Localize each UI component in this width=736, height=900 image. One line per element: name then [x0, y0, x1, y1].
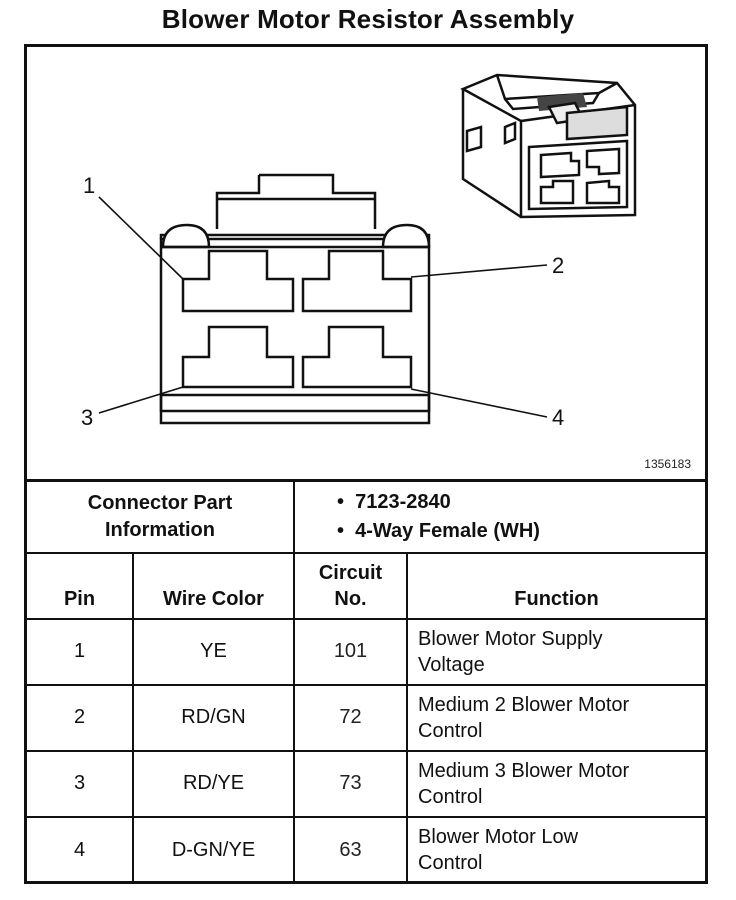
description-item: • 4-Way Female (WH)	[337, 519, 540, 542]
function-text: Blower Motor Low Control	[418, 826, 579, 874]
pin-cell: 3	[27, 749, 134, 818]
connector-info-row: Connector Part Information • 7123-2840 •…	[27, 479, 705, 554]
connector-3d-view	[460, 73, 637, 219]
diagram-frame: 1 2 3 4 1356183 Connector Part Informati…	[24, 44, 708, 884]
header-circuit-text: Circuit No.	[318, 561, 383, 610]
function-cell: Medium 3 Blower Motor Control	[406, 749, 705, 818]
table-header-row: Pin Wire Color Circuit No. Function	[27, 551, 705, 620]
connector-info-label: Connector Part Information	[27, 479, 295, 554]
function-cell: Blower Motor Supply Voltage	[406, 617, 705, 686]
pin-callout-3: 3	[81, 405, 94, 430]
function-text: Medium 3 Blower Motor Control	[418, 759, 630, 808]
function-cell: Medium 2 Blower Motor Control	[406, 683, 705, 752]
figure-id: 1356183	[644, 457, 691, 471]
table-row: 3 RD/YE 73 Medium 3 Blower Motor Control	[27, 749, 705, 818]
connector-description: 4-Way Female (WH)	[355, 519, 540, 542]
circuit-cell: 101	[293, 617, 408, 686]
pin-callout-2: 2	[552, 253, 565, 278]
pin-cell: 4	[27, 815, 134, 883]
connector-table: Connector Part Information • 7123-2840 •…	[27, 479, 705, 883]
pin-callout-1: 1	[83, 173, 96, 198]
header-pin: Pin	[27, 551, 134, 620]
connector-front-view	[159, 173, 431, 425]
part-number: 7123-2840	[355, 490, 451, 513]
table-row: 4 D-GN/YE 63 Blower Motor Low Control	[27, 815, 705, 883]
function-text: Blower Motor Supply Voltage	[418, 627, 603, 676]
wire-color-cell: RD/GN	[132, 683, 295, 752]
header-function: Function	[406, 551, 705, 620]
function-text: Medium 2 Blower Motor Control	[418, 693, 630, 742]
circuit-cell: 73	[293, 749, 408, 818]
circuit-cell: 63	[293, 815, 408, 883]
pin-cell: 1	[27, 617, 134, 686]
table-row: 1 YE 101 Blower Motor Supply Voltage	[27, 617, 705, 686]
part-number-item: • 7123-2840	[337, 490, 451, 513]
table-row: 2 RD/GN 72 Medium 2 Blower Motor Control	[27, 683, 705, 752]
connector-info-label-text: Connector Part Information	[87, 491, 233, 541]
function-cell: Blower Motor Low Control	[406, 815, 705, 883]
header-wire-color: Wire Color	[132, 551, 295, 620]
page-title: Blower Motor Resistor Assembly	[161, 4, 575, 34]
connector-diagram	[98, 73, 637, 425]
wire-color-cell: YE	[132, 617, 295, 686]
connector-info-values: • 7123-2840 • 4-Way Female (WH)	[293, 479, 705, 554]
circuit-cell: 72	[293, 683, 408, 752]
header-circuit: Circuit No.	[293, 551, 408, 620]
pin-cell: 2	[27, 683, 134, 752]
wire-color-cell: RD/YE	[132, 749, 295, 818]
callout-lines	[98, 196, 548, 418]
wire-color-cell: D-GN/YE	[132, 815, 295, 883]
pin-callout-4: 4	[552, 405, 565, 430]
